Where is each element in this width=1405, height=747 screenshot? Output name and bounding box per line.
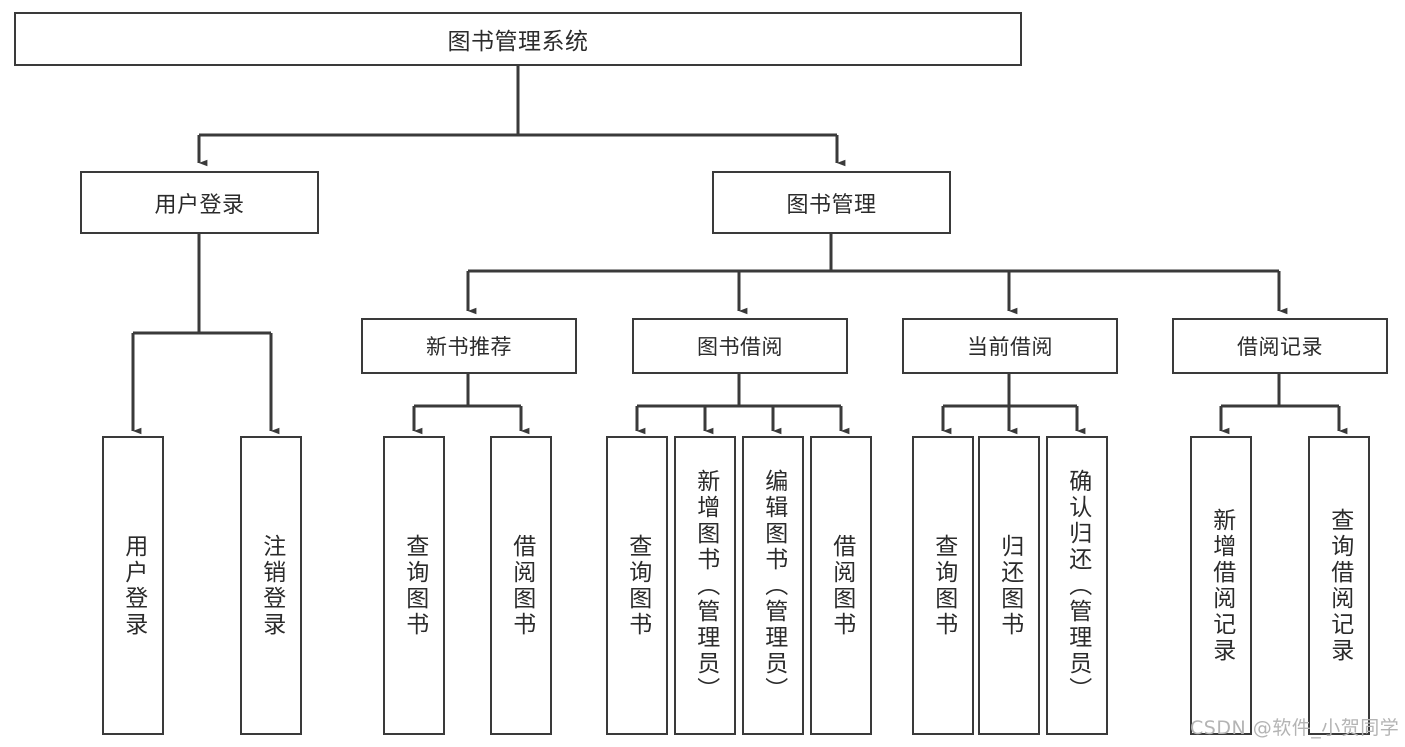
node-label: 图书管理系统 [447, 29, 589, 55]
node-label: 用户登录 [154, 192, 245, 218]
node-label: 图书借阅 [697, 335, 783, 359]
leaf-bb-edit-book-admin[interactable]: 编辑图书（管理员） [742, 436, 804, 735]
node-new-book-recommend[interactable]: 新书推荐 [361, 318, 577, 374]
node-label: 编辑图书（管理员） [760, 468, 787, 703]
node-label: 借阅图书 [508, 533, 535, 638]
node-label: 当前借阅 [967, 335, 1053, 359]
node-borrow-record[interactable]: 借阅记录 [1172, 318, 1388, 374]
node-user-login[interactable]: 用户登录 [80, 171, 319, 234]
leaf-cb-query-book[interactable]: 查询图书 [912, 436, 974, 735]
node-book-borrow[interactable]: 图书借阅 [632, 318, 848, 374]
leaf-logout-login[interactable]: 注销登录 [240, 436, 302, 735]
node-label: 查询图书 [401, 533, 428, 638]
node-label: 用户登录 [120, 533, 147, 638]
node-label: 新增图书（管理员） [692, 468, 719, 703]
leaf-cb-confirm-return-admin[interactable]: 确认归还（管理员） [1046, 436, 1108, 735]
node-book-management[interactable]: 图书管理 [712, 171, 951, 234]
node-root-system[interactable]: 图书管理系统 [14, 12, 1022, 66]
node-label: 新书推荐 [426, 335, 512, 359]
leaf-bb-borrow-book[interactable]: 借阅图书 [810, 436, 872, 735]
node-label: 归还图书 [996, 533, 1023, 638]
leaf-nb-query-book[interactable]: 查询图书 [383, 436, 445, 735]
node-label: 确认归还（管理员） [1064, 468, 1091, 703]
node-label: 新增借阅记录 [1208, 507, 1235, 664]
leaf-br-add-record[interactable]: 新增借阅记录 [1190, 436, 1252, 735]
leaf-br-query-record[interactable]: 查询借阅记录 [1308, 436, 1370, 735]
node-label: 查询图书 [930, 533, 957, 638]
leaf-bb-query-book[interactable]: 查询图书 [606, 436, 668, 735]
node-label: 查询图书 [624, 533, 651, 638]
leaf-nb-borrow-book[interactable]: 借阅图书 [490, 436, 552, 735]
node-current-borrow[interactable]: 当前借阅 [902, 318, 1118, 374]
node-label: 借阅记录 [1237, 335, 1323, 359]
node-label: 借阅图书 [828, 533, 855, 638]
node-label: 注销登录 [258, 533, 285, 638]
leaf-bb-add-book-admin[interactable]: 新增图书（管理员） [674, 436, 736, 735]
node-label: 查询借阅记录 [1326, 507, 1353, 664]
node-label: 图书管理 [786, 192, 877, 218]
leaf-user-login[interactable]: 用户登录 [102, 436, 164, 735]
leaf-cb-return-book[interactable]: 归还图书 [978, 436, 1040, 735]
